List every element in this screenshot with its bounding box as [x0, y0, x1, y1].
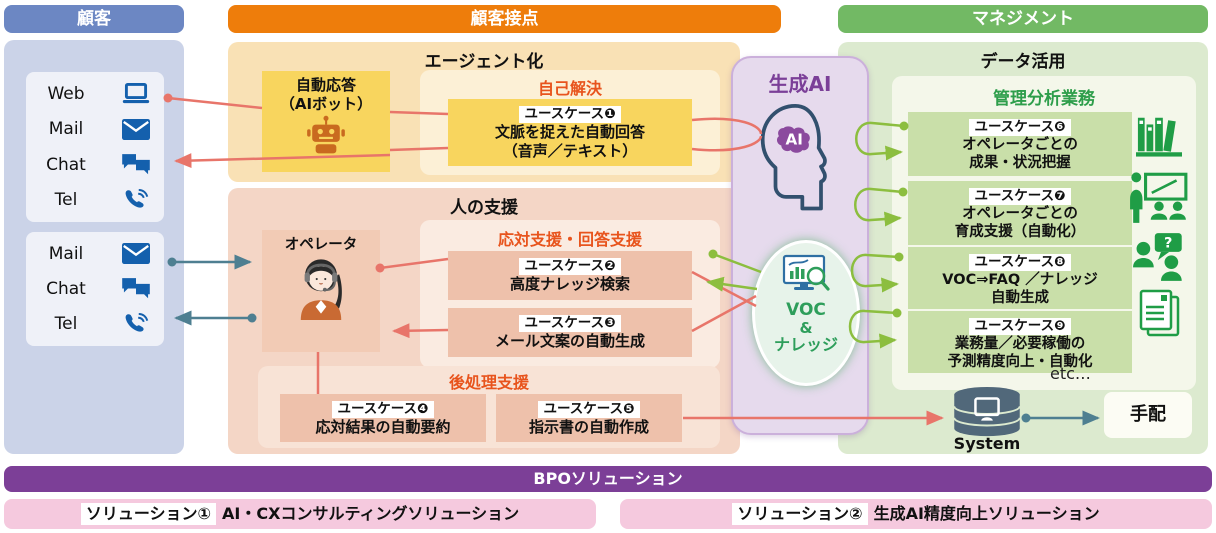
laptop-icon	[120, 81, 152, 107]
human-support-title: 人の支援	[450, 198, 518, 218]
usecase2-line1: 高度ナレッジ検索	[509, 275, 630, 293]
auto-response-box: 自動応答 （AIボット）	[262, 71, 390, 172]
usecase5-line1: 指示書の自動作成	[528, 418, 649, 436]
usecase6-box: ユースケース❻ オペレータごとの 成果・状況把握	[908, 112, 1132, 176]
channel-label: Mail	[48, 119, 84, 140]
analysis-heading: 管理分析業務	[993, 89, 1095, 109]
qa-mark: ?	[1164, 236, 1172, 252]
channel-label: Chat	[46, 154, 86, 175]
channel-label: Mail	[48, 243, 84, 264]
usecase9-box: ユースケース❾ 業務量／必要稼働の 予測精度向上・自動化	[908, 311, 1132, 373]
auto-response-line2: （AIボット）	[279, 94, 373, 113]
solution2-chip: ソリューション②	[732, 503, 868, 525]
header-touchpoint: 顧客接点	[228, 5, 781, 33]
channel-row-chat: Chat	[38, 152, 152, 178]
mail-icon	[120, 116, 152, 142]
usecase1-line2: （音声／テキスト）	[502, 141, 638, 160]
usecase8-line2: 自動生成	[991, 290, 1049, 307]
usecase2-box: ユースケース❷ 高度ナレッジ検索	[448, 251, 692, 300]
usecase9-chip: ユースケース❾	[969, 318, 1071, 335]
agent-title: エージェント化	[424, 52, 544, 72]
training-icon	[1128, 170, 1190, 228]
usecase1-chip: ユースケース❶	[519, 106, 621, 123]
auto-response-line1: 自動応答	[295, 76, 356, 94]
usecase4-box: ユースケース❹ 応対結果の自動要約	[280, 394, 486, 442]
operator-icon	[289, 259, 353, 324]
genai-title: 生成AI	[768, 72, 832, 96]
bpo-solution-bar: BPOソリューション	[4, 466, 1212, 492]
chat-icon	[120, 152, 152, 178]
channel-row-tel: Tel	[38, 311, 152, 337]
channel-label: Web	[47, 83, 85, 104]
usecase5-box: ユースケース❺ 指示書の自動作成	[496, 394, 682, 442]
self-solve-heading: 自己解決	[537, 79, 602, 98]
post-process-heading: 後処理支援	[448, 373, 529, 392]
usecase7-line2: 育成支援（自動化）	[954, 224, 1086, 241]
brain-ai-label: AI	[785, 130, 802, 148]
usecase2-chip: ユースケース❷	[519, 258, 621, 275]
usecase6-line1: オペレータごとの	[962, 137, 1078, 153]
operator-box: オペレータ	[262, 230, 380, 352]
solution1-bar: ソリューション① AI・CXコンサルティングソリューション	[4, 499, 596, 529]
voc-monitor-icon	[780, 254, 832, 301]
usecase7-line1: オペレータごとの	[962, 206, 1078, 222]
usecase7-chip: ユースケース❼	[969, 188, 1071, 205]
solution2-label: 生成AI精度向上ソリューション	[873, 504, 1100, 523]
mail-icon	[120, 241, 152, 267]
usecase3-line1: メール文案の自動生成	[494, 332, 645, 350]
voc-line1: VOC	[786, 300, 826, 320]
usecase9-line2: 予測精度向上・自動化	[947, 354, 1093, 371]
etc-label: etc…	[1050, 364, 1091, 383]
channel-card-2: Mail Chat Tel	[26, 232, 164, 346]
usecase6-chip: ユースケース❻	[969, 119, 1071, 136]
robot-icon	[303, 115, 349, 160]
usecase8-chip: ユースケース❽	[969, 254, 1071, 271]
ai-head-icon: AI	[753, 100, 847, 216]
usecase9-line1: 業務量／必要稼働の	[954, 336, 1086, 352]
usecase1-line1: 文脈を捉えた自動回答	[494, 123, 645, 141]
system-database-icon	[949, 386, 1025, 442]
channel-label: Tel	[54, 314, 78, 335]
channel-label: Chat	[46, 278, 86, 299]
solution2-bar: ソリューション② 生成AI精度向上ソリューション	[620, 499, 1212, 529]
channel-row-mail: Mail	[38, 116, 152, 142]
response-support-heading: 応対支援・回答支援	[497, 230, 642, 249]
voc-line3: ナレッジ	[773, 335, 838, 355]
header-management: マネジメント	[838, 5, 1208, 33]
usecase8-box: ユースケース❽ VOC⇒FAQ ／ナレッジ 自動生成	[908, 247, 1132, 309]
channel-row-web: Web	[38, 81, 152, 107]
usecase3-chip: ユースケース❸	[519, 315, 621, 332]
usecase3-box: ユースケース❸ メール文案の自動生成	[448, 308, 692, 357]
channel-card-1: Web Mail Chat Tel	[26, 72, 164, 222]
usecase4-line1: 応対結果の自動要約	[315, 418, 451, 436]
usecase5-chip: ユースケース❺	[538, 401, 640, 418]
voc-line2: &	[799, 318, 813, 337]
usecase6-line2: 成果・状況把握	[969, 155, 1071, 172]
header-customer: 顧客	[4, 5, 184, 33]
books-icon	[1134, 112, 1184, 162]
usecase8-line1: VOC⇒FAQ ／ナレッジ	[942, 272, 1098, 288]
channel-row-mail: Mail	[38, 241, 152, 267]
chat-icon	[120, 276, 152, 302]
operator-label: オペレータ	[284, 237, 358, 253]
qa-people-icon: ?	[1132, 232, 1190, 286]
voc-knowledge-oval: VOC & ナレッジ	[752, 240, 860, 386]
arrange-box: 手配	[1104, 392, 1192, 438]
solution1-label: AI・CXコンサルティングソリューション	[222, 504, 520, 523]
documents-icon	[1136, 288, 1184, 344]
usecase1-box: ユースケース❶ 文脈を捉えた自動回答 （音声／テキスト）	[448, 99, 692, 166]
usecase4-chip: ユースケース❹	[332, 401, 434, 418]
usecase7-box: ユースケース❼ オペレータごとの 育成支援（自動化）	[908, 181, 1132, 245]
data-utilization-title: データ活用	[980, 52, 1066, 72]
solution1-chip: ソリューション①	[80, 503, 217, 525]
channel-row-tel: Tel	[38, 187, 152, 213]
system-label: System	[953, 434, 1021, 453]
channel-row-chat: Chat	[38, 276, 152, 302]
tel-icon	[120, 187, 152, 213]
channel-label: Tel	[54, 190, 78, 211]
arrange-label: 手配	[1130, 404, 1166, 425]
tel-icon	[120, 311, 152, 337]
